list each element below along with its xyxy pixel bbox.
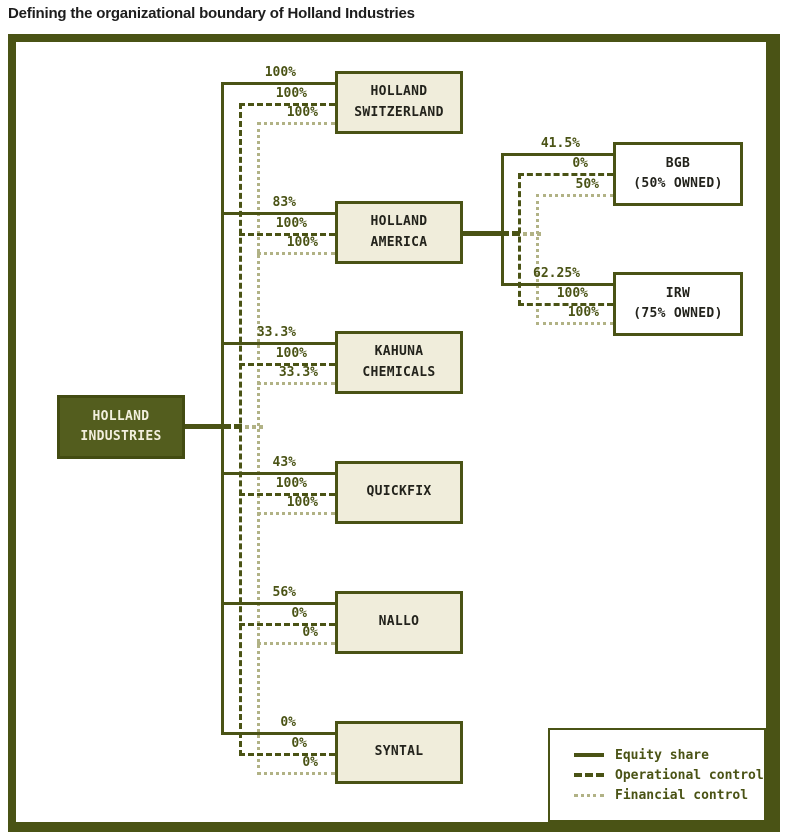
financial-line-swatch [574, 793, 604, 797]
org-box-label: HOLLAND [370, 84, 428, 100]
root-financial-dot [259, 425, 263, 429]
equity-line [221, 732, 335, 735]
operational-line [239, 623, 335, 626]
america-financial-dot [537, 232, 541, 236]
financial-pct: 0% [302, 755, 318, 770]
operational-line [239, 233, 335, 236]
root-financial-dot [252, 425, 256, 429]
org-box-label: (50% OWNED) [633, 176, 723, 191]
operational-pct: 0% [572, 156, 588, 171]
org-box-label: HOLLAND [92, 408, 150, 424]
operational-line [518, 303, 613, 306]
org-box-nallo: NALLO [335, 591, 463, 654]
org-box-label: IRW [665, 285, 691, 301]
equity-pct: 62.25% [533, 266, 580, 281]
operational-line [239, 363, 335, 366]
operational-line [239, 753, 335, 756]
org-box-holland-america: HOLLAND AMERICA [335, 201, 463, 264]
legend-label: Operational control [615, 767, 764, 783]
org-box-holland-industries: HOLLAND INDUSTRIES [57, 395, 185, 459]
org-box-kahuna-chemicals: KAHUNA CHEMICALS [335, 331, 463, 394]
equity-subtrunk [501, 153, 504, 286]
equity-pct: 43% [272, 455, 296, 470]
org-box-bgb: BGB (50% OWNED) [613, 142, 743, 206]
financial-line [257, 642, 335, 645]
equity-line [221, 212, 335, 215]
equity-line [221, 82, 335, 85]
equity-line [221, 342, 335, 345]
org-box-label: BGB [665, 155, 691, 171]
financial-line [257, 252, 335, 255]
org-box-label: AMERICA [370, 234, 428, 250]
legend-item-operational: Operational control [574, 767, 764, 783]
org-box-label: (75% OWNED) [633, 306, 723, 321]
financial-trunk [257, 122, 260, 775]
org-box-quickfix: QUICKFIX [335, 461, 463, 524]
equity-trunk [221, 82, 224, 735]
operational-pct: 100% [275, 346, 307, 361]
america-financial-dot [523, 232, 527, 236]
org-box-label: INDUSTRIES [80, 429, 162, 444]
equity-line [221, 472, 335, 475]
operational-pct: 100% [556, 286, 588, 301]
financial-pct: 100% [286, 105, 318, 120]
america-equity-connector [463, 231, 509, 236]
america-operational-dash [512, 231, 520, 236]
financial-pct: 50% [575, 177, 599, 192]
org-box-label: NALLO [378, 614, 420, 630]
operational-subtrunk [518, 173, 521, 306]
america-financial-dot [530, 232, 534, 236]
financial-pct: 100% [567, 305, 599, 320]
legend-item-equity: Equity share [574, 747, 709, 763]
operational-trunk [239, 103, 242, 756]
page-title: Defining the organizational boundary of … [8, 5, 415, 22]
equity-line [501, 153, 613, 156]
financial-subtrunk [536, 194, 539, 325]
org-box-irw: IRW (75% OWNED) [613, 272, 743, 336]
operational-pct: 100% [275, 216, 307, 231]
legend-label: Financial control [615, 787, 749, 803]
operational-pct: 100% [275, 476, 307, 491]
operational-pct: 0% [291, 736, 307, 751]
operational-line [239, 103, 335, 106]
financial-pct: 100% [286, 495, 318, 510]
operational-pct: 100% [275, 86, 307, 101]
financial-pct: 0% [302, 625, 318, 640]
financial-line [257, 382, 335, 385]
equity-pct: 41.5% [540, 136, 580, 151]
operational-line-swatch [574, 773, 604, 777]
root-financial-dot [245, 425, 249, 429]
root-equity-connector [185, 424, 231, 429]
financial-pct: 100% [286, 235, 318, 250]
root-operational-dash [234, 424, 242, 429]
equity-pct: 83% [272, 195, 296, 210]
financial-line [257, 512, 335, 515]
equity-pct: 56% [272, 585, 296, 600]
equity-pct: 33.3% [256, 325, 296, 340]
org-box-label: KAHUNA [374, 344, 424, 360]
legend: Equity share Operational control Financi… [548, 728, 766, 822]
org-box-label: QUICKFIX [366, 484, 432, 500]
org-box-label: HOLLAND [370, 214, 428, 230]
org-box-label: SWITZERLAND [354, 104, 444, 120]
equity-line [221, 602, 335, 605]
equity-line [501, 283, 613, 286]
financial-line [257, 772, 335, 775]
financial-line [536, 194, 613, 197]
equity-line-swatch [574, 753, 604, 757]
org-box-holland-switzerland: HOLLAND SWITZERLAND [335, 71, 463, 134]
org-box-label: CHEMICALS [362, 364, 436, 380]
financial-line [257, 122, 335, 125]
financial-line [536, 322, 613, 325]
equity-pct: 100% [264, 65, 296, 80]
operational-pct: 0% [291, 606, 307, 621]
legend-item-financial: Financial control [574, 787, 748, 803]
org-box-label: SYNTAL [374, 744, 424, 760]
operational-line [518, 173, 613, 176]
legend-label: Equity share [615, 747, 709, 763]
equity-pct: 0% [280, 715, 296, 730]
org-box-syntal: SYNTAL [335, 721, 463, 784]
financial-pct: 33.3% [278, 365, 318, 380]
operational-line [239, 493, 335, 496]
